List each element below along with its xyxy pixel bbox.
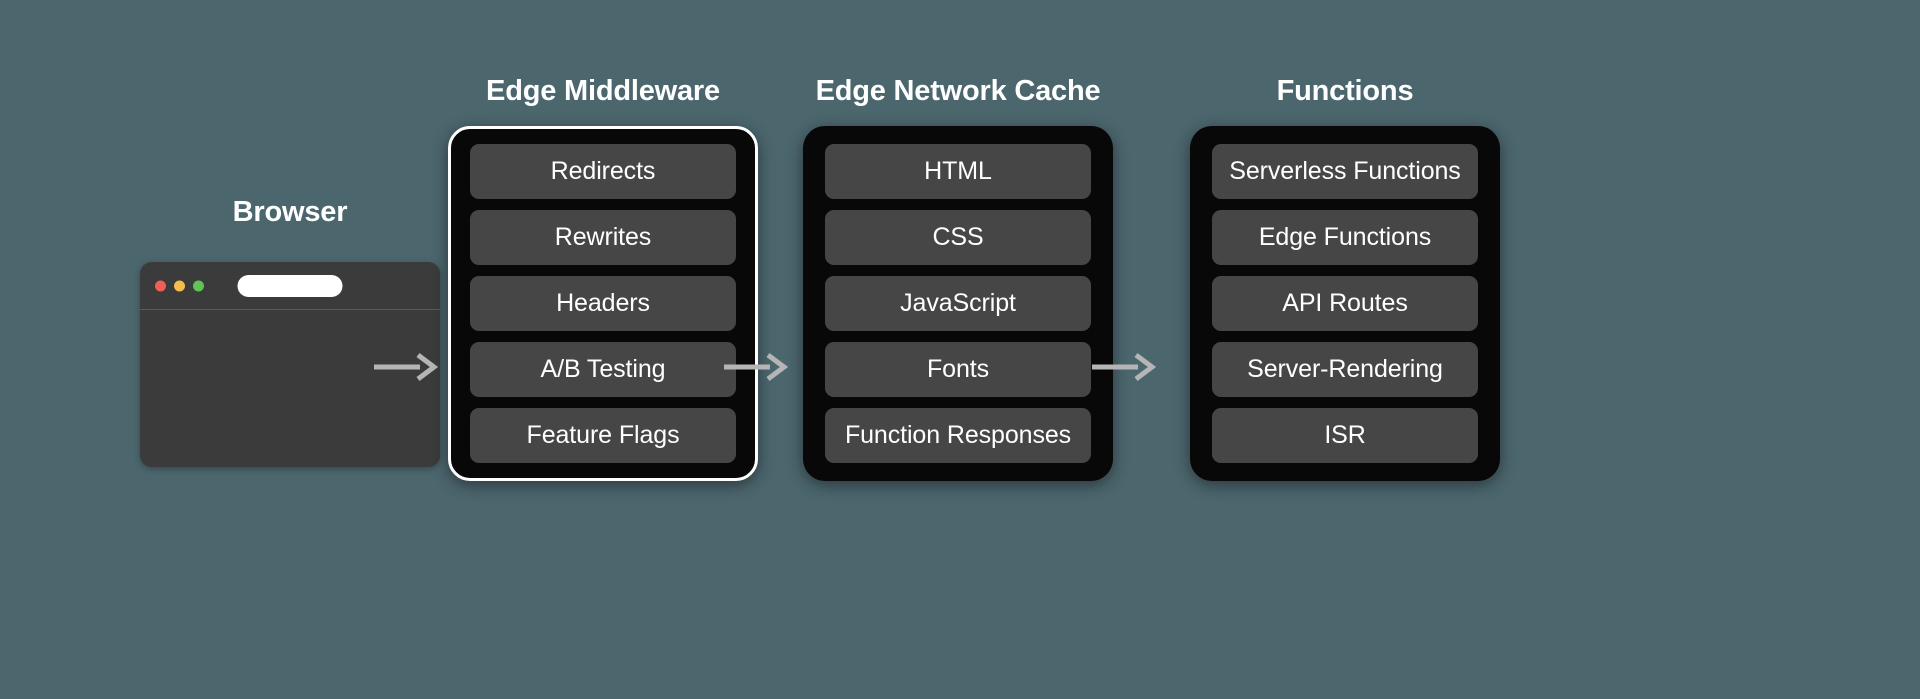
close-dot-icon (155, 280, 166, 291)
column-title-middleware: Edge Middleware (486, 75, 720, 107)
pill-item[interactable]: Redirects (470, 144, 736, 199)
browser-viewport (140, 310, 440, 467)
pill-item[interactable]: API Routes (1212, 276, 1478, 331)
column-cache: Edge Network Cache HTML CSS JavaScript F… (803, 75, 1113, 481)
url-bar-input[interactable] (237, 274, 343, 297)
pill-item[interactable]: Fonts (825, 342, 1091, 397)
maximize-dot-icon (193, 280, 204, 291)
browser-title: Browser (232, 196, 348, 228)
pill-item[interactable]: Feature Flags (470, 408, 736, 463)
column-middleware: Edge Middleware Redirects Rewrites Heade… (448, 75, 758, 481)
minimize-dot-icon (174, 280, 185, 291)
browser-chrome (140, 262, 440, 310)
pill-item[interactable]: Rewrites (470, 210, 736, 265)
column-functions: Functions Serverless Functions Edge Func… (1190, 75, 1500, 481)
pill-item[interactable]: Serverless Functions (1212, 144, 1478, 199)
pill-item[interactable]: Function Responses (825, 408, 1091, 463)
pill-item[interactable]: ISR (1212, 408, 1478, 463)
pill-item[interactable]: A/B Testing (470, 342, 736, 397)
arrow-middleware-to-cache (722, 352, 792, 382)
card-cache[interactable]: HTML CSS JavaScript Fonts Function Respo… (803, 126, 1113, 481)
pill-item[interactable]: Edge Functions (1212, 210, 1478, 265)
pill-item[interactable]: CSS (825, 210, 1091, 265)
traffic-lights (155, 280, 204, 291)
arrow-browser-to-middleware (372, 352, 442, 382)
card-functions[interactable]: Serverless Functions Edge Functions API … (1190, 126, 1500, 481)
pill-item[interactable]: Server-Rendering (1212, 342, 1478, 397)
arrow-cache-to-functions (1090, 352, 1160, 382)
pill-item[interactable]: Headers (470, 276, 736, 331)
column-title-cache: Edge Network Cache (815, 75, 1101, 107)
browser-group: Browser (140, 196, 440, 467)
pill-item[interactable]: JavaScript (825, 276, 1091, 331)
column-title-functions: Functions (1276, 75, 1414, 107)
card-middleware[interactable]: Redirects Rewrites Headers A/B Testing F… (448, 126, 758, 481)
pill-item[interactable]: HTML (825, 144, 1091, 199)
